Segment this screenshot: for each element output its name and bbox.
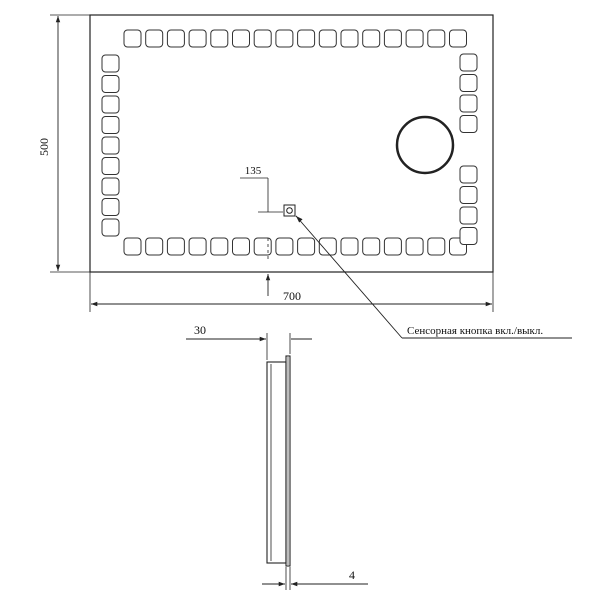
magnifier-mirror	[395, 115, 455, 175]
led-segment	[145, 29, 164, 48]
led-segment	[101, 116, 120, 134]
led-segment	[427, 29, 446, 48]
led-segment	[297, 29, 316, 48]
mirror-outline	[89, 14, 494, 273]
led-segment	[123, 237, 142, 256]
led-segment	[340, 237, 359, 256]
led-segment	[362, 29, 381, 48]
height-dimension: 500	[37, 14, 90, 273]
led-segment	[459, 227, 478, 245]
led-segment	[101, 177, 120, 196]
led-segment	[362, 237, 381, 256]
led-segment	[101, 218, 120, 237]
led-segment	[101, 198, 120, 216]
led-segment	[253, 29, 272, 48]
led-segment	[166, 29, 185, 48]
thickness-label: 4	[349, 568, 355, 582]
callout-text: Сенсорная кнопка вкл./выкл.	[407, 325, 543, 337]
led-segment	[459, 186, 478, 204]
depth-dimension: 30	[186, 323, 312, 360]
led-segment	[459, 74, 478, 92]
button-offset-dimension: 135	[240, 165, 283, 296]
led-segment	[383, 237, 402, 256]
led-segment	[459, 115, 478, 133]
led-segment	[459, 165, 478, 184]
led-segment	[459, 53, 478, 72]
led-segment	[101, 75, 120, 93]
width-label: 700	[283, 289, 301, 303]
led-segment	[188, 237, 207, 256]
side-view	[266, 355, 291, 567]
led-segment	[145, 237, 164, 256]
depth-label: 30	[194, 323, 206, 337]
led-segment	[459, 94, 478, 113]
led-segment	[210, 237, 229, 256]
led-segment	[383, 29, 402, 48]
led-segment	[405, 237, 424, 256]
side-glass	[285, 355, 291, 567]
led-segment	[297, 237, 316, 256]
touch-button-callout: Сенсорная кнопка вкл./выкл.	[295, 215, 572, 339]
led-segment	[210, 29, 229, 48]
led-strip-segments	[101, 29, 478, 256]
led-segment	[459, 206, 478, 225]
led-segment	[340, 29, 359, 48]
led-segment	[188, 29, 207, 48]
front-view	[89, 14, 494, 273]
led-segment	[101, 95, 120, 114]
thickness-dimension: 4	[262, 567, 368, 590]
led-segment	[232, 29, 250, 48]
led-segment	[101, 136, 120, 155]
led-segment	[318, 237, 337, 256]
led-segment	[318, 29, 337, 48]
button-offset-label: 135	[245, 165, 262, 177]
led-segment	[275, 237, 294, 256]
width-dimension: 700	[89, 272, 494, 312]
led-segment	[253, 237, 272, 256]
touch-button	[283, 204, 296, 217]
led-segment	[405, 29, 424, 48]
led-segment	[166, 237, 185, 256]
led-segment	[427, 237, 446, 256]
led-segment	[449, 29, 467, 48]
height-label: 500	[37, 138, 51, 156]
side-frame	[266, 361, 287, 564]
led-segment	[101, 54, 120, 73]
led-segment	[275, 29, 294, 48]
led-segment	[123, 29, 142, 48]
touch-button-icon	[286, 207, 293, 214]
led-segment	[232, 237, 250, 256]
led-segment	[101, 157, 120, 175]
